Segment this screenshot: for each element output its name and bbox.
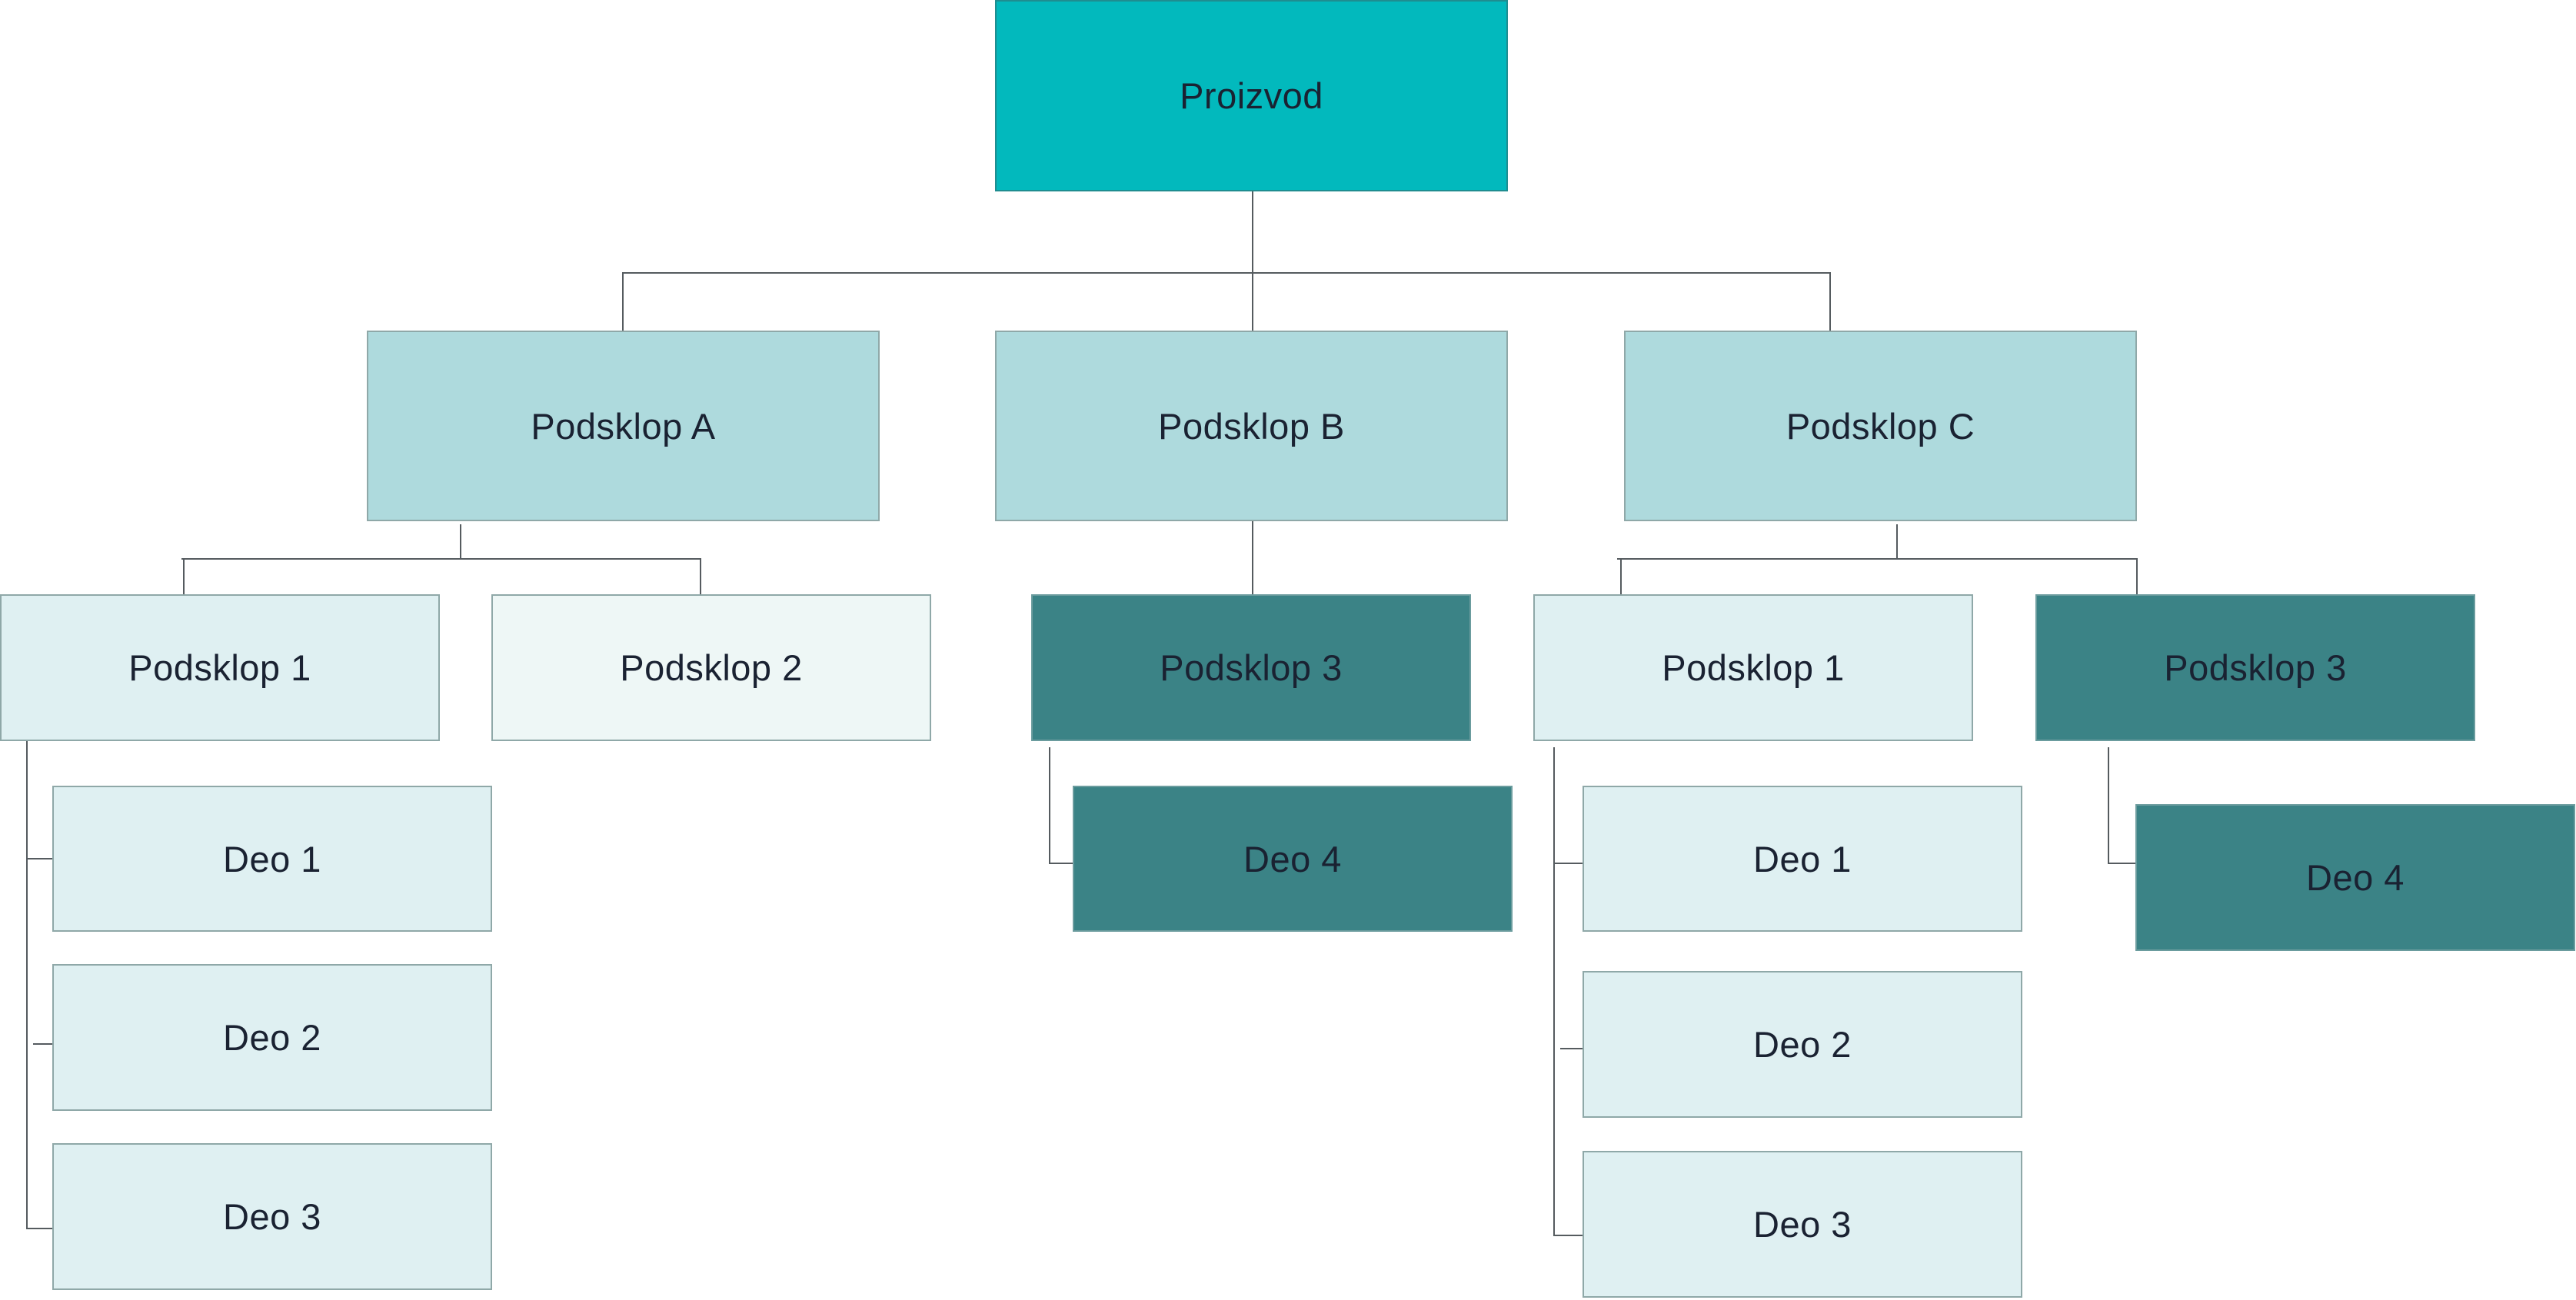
connector <box>1617 558 2138 560</box>
node-podsklop-b: Podsklop B <box>995 331 1508 521</box>
node-c1-deo-1: Deo 1 <box>1583 786 2022 932</box>
node-label: Deo 3 <box>223 1196 321 1237</box>
connector <box>1553 1235 1583 1236</box>
node-label: Podsklop 2 <box>620 647 803 688</box>
node-root: Proizvod <box>995 0 1508 191</box>
connector <box>183 558 185 595</box>
connector <box>2136 558 2138 595</box>
node-label: Proizvod <box>1180 75 1323 116</box>
connector <box>700 558 701 595</box>
node-label: Podsklop A <box>531 405 716 447</box>
node-a1-deo-1: Deo 1 <box>52 786 492 932</box>
connector <box>181 558 701 560</box>
node-label: Podsklop 1 <box>1662 647 1845 688</box>
node-label: Deo 4 <box>2306 857 2405 898</box>
node-label: Deo 1 <box>1753 838 1852 879</box>
node-b3-deo-4: Deo 4 <box>1073 786 1513 932</box>
connector <box>622 272 1831 274</box>
node-label: Podsklop C <box>1786 405 1975 447</box>
node-a-podsklop-1: Podsklop 1 <box>0 594 440 741</box>
node-label: Podsklop 1 <box>128 647 311 688</box>
connector <box>1620 558 1622 595</box>
node-label: Deo 4 <box>1243 838 1342 879</box>
node-label: Podsklop B <box>1158 405 1345 447</box>
connector <box>1896 524 1898 559</box>
node-label: Podsklop 3 <box>1160 647 1343 688</box>
node-c3-deo-4: Deo 4 <box>2135 804 2575 951</box>
node-podsklop-a: Podsklop A <box>367 331 880 521</box>
node-a-podsklop-2: Podsklop 2 <box>491 594 931 741</box>
connector <box>1829 272 1831 331</box>
connector <box>26 740 28 1229</box>
node-a1-deo-3: Deo 3 <box>52 1143 492 1290</box>
node-a1-deo-2: Deo 2 <box>52 964 492 1111</box>
connector <box>1553 747 1555 1236</box>
connector <box>33 1043 60 1045</box>
node-c1-deo-2: Deo 2 <box>1583 971 2022 1118</box>
connector <box>460 524 461 559</box>
node-label: Deo 1 <box>223 838 321 879</box>
connector <box>1252 190 1253 331</box>
node-b-podsklop-3: Podsklop 3 <box>1031 594 1471 741</box>
node-label: Deo 3 <box>1753 1204 1852 1245</box>
node-c1-deo-3: Deo 3 <box>1583 1151 2022 1298</box>
node-c-podsklop-3: Podsklop 3 <box>2035 594 2475 741</box>
connector <box>1252 520 1253 595</box>
connector <box>622 272 624 331</box>
connector <box>2108 747 2109 864</box>
node-label: Deo 2 <box>223 1017 321 1058</box>
connector <box>1553 863 1583 864</box>
connector <box>1049 747 1050 864</box>
connector <box>1560 1048 1587 1049</box>
connector <box>26 1228 53 1229</box>
node-label: Podsklop 3 <box>2164 647 2347 688</box>
connector <box>26 858 53 859</box>
connector <box>1049 863 1073 864</box>
node-label: Deo 2 <box>1753 1024 1852 1065</box>
node-podsklop-c: Podsklop C <box>1624 331 2137 521</box>
connector <box>2108 863 2136 864</box>
node-c-podsklop-1: Podsklop 1 <box>1533 594 1973 741</box>
